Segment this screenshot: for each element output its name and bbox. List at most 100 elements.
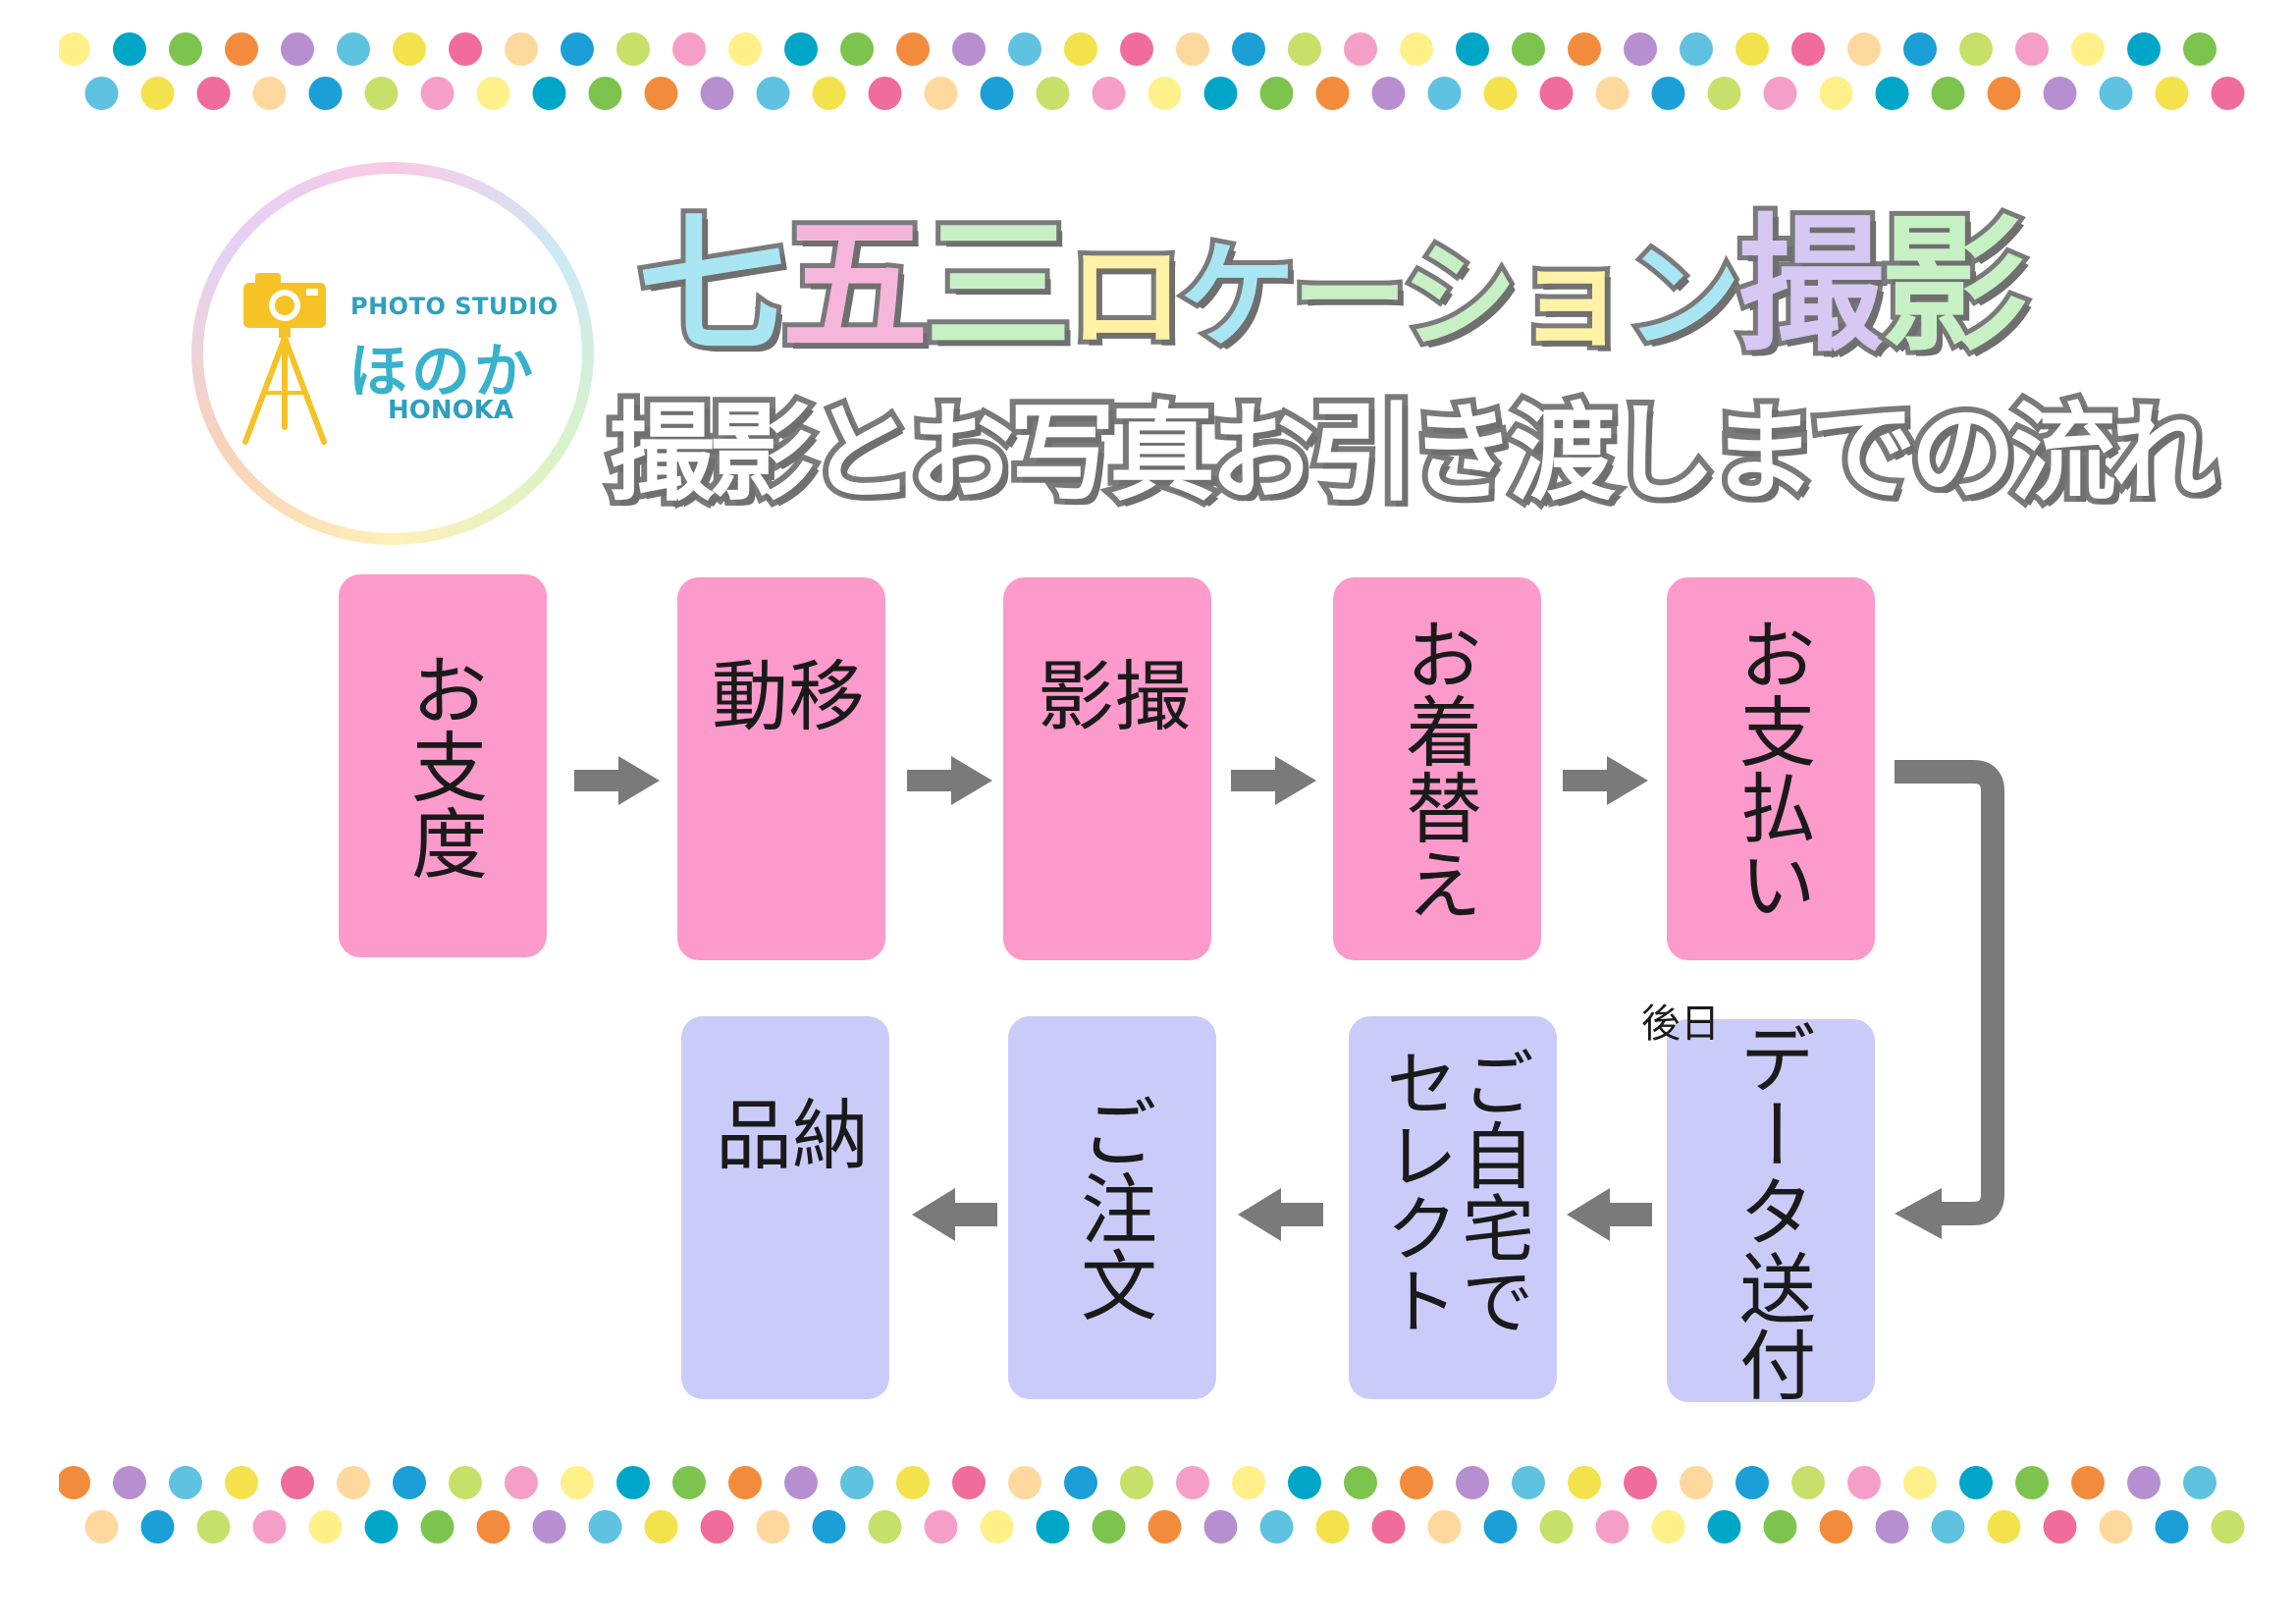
decor-dot xyxy=(225,1466,258,1499)
decor-dot xyxy=(1232,1466,1265,1499)
decor-dot xyxy=(1847,1466,1881,1499)
decor-dot xyxy=(561,1466,594,1499)
decor-dot xyxy=(952,1466,986,1499)
decor-dot xyxy=(1875,77,1909,110)
decor-dot xyxy=(924,77,958,110)
decor-dot xyxy=(2127,32,2161,66)
decor-dot xyxy=(1036,1510,1070,1543)
decor-dot xyxy=(924,1510,958,1543)
decor-dot xyxy=(420,1510,454,1543)
decor-dot xyxy=(980,77,1014,110)
decor-dot xyxy=(1315,1510,1350,1543)
dot-border-bottom xyxy=(59,1453,2268,1561)
decor-dot xyxy=(1064,32,1097,66)
step-preparation: お支度 xyxy=(339,574,547,957)
decor-dot xyxy=(505,1466,538,1499)
decor-dot xyxy=(1456,1466,1489,1499)
arrow-left-icon xyxy=(1238,1188,1323,1241)
decor-dot xyxy=(281,32,314,66)
decor-dot xyxy=(2099,1510,2133,1543)
step-travel: 移動 xyxy=(677,577,885,960)
decor-dot xyxy=(756,1510,790,1543)
decor-dot xyxy=(644,1510,678,1543)
arrow-turn-icon xyxy=(1895,760,2004,1225)
decor-dot xyxy=(1763,77,1797,110)
step-payment: お支払い xyxy=(1667,577,1875,960)
arrow-right-icon xyxy=(574,756,660,805)
decor-dot xyxy=(2071,1466,2105,1499)
title-char: シ xyxy=(1397,224,1522,369)
decor-dot xyxy=(169,1466,202,1499)
step-label: 納品 xyxy=(703,1095,868,1250)
decor-dot xyxy=(1539,1510,1574,1543)
decor-dot xyxy=(252,1510,287,1543)
decor-dot xyxy=(588,77,622,110)
step-label: 撮影 xyxy=(1025,656,1190,811)
decor-dot xyxy=(1148,1510,1182,1543)
title-char: 撮 xyxy=(1733,196,1890,377)
logo-name-en: HONOKA xyxy=(388,396,513,425)
decor-dot xyxy=(1344,1466,1377,1499)
decor-dot xyxy=(1707,77,1741,110)
decor-dot xyxy=(505,32,538,66)
step-label: お支払い xyxy=(1727,616,1815,922)
decor-dot xyxy=(952,32,986,66)
decor-dot xyxy=(1987,77,2021,110)
decor-dot xyxy=(2211,1510,2245,1543)
decor-dot xyxy=(896,1466,930,1499)
decor-dot xyxy=(1315,77,1350,110)
decor-dot xyxy=(756,77,790,110)
decor-dot xyxy=(2211,77,2245,110)
title-char: ー xyxy=(1287,224,1411,369)
title-char: ケ xyxy=(1175,224,1301,369)
decor-dot xyxy=(588,1510,622,1543)
logo-name-jp: ほのか xyxy=(348,338,537,406)
decor-dot xyxy=(1595,1510,1629,1543)
decor-dot xyxy=(225,32,258,66)
sub-title: 撮影とお写真お引き渡しまでの流れ xyxy=(603,387,2222,521)
decor-dot xyxy=(700,77,734,110)
decor-dot xyxy=(616,1466,650,1499)
decor-dot xyxy=(1903,32,1937,66)
arrow-right-icon xyxy=(1563,756,1648,805)
decor-dot xyxy=(644,77,678,110)
decor-dot xyxy=(449,1466,482,1499)
arrow-left-icon xyxy=(1895,1188,1942,1239)
decor-dot xyxy=(1959,32,1993,66)
decor-dot xyxy=(616,32,650,66)
decor-dot xyxy=(812,1510,846,1543)
decor-dot xyxy=(1483,1510,1518,1543)
decor-dot xyxy=(672,1466,706,1499)
step-home-select: ご自宅でセレクト xyxy=(1349,1016,1557,1399)
decor-dot xyxy=(1707,1510,1741,1543)
decor-dot xyxy=(84,1510,119,1543)
step-label: お着替え xyxy=(1393,616,1481,922)
decor-dot xyxy=(308,1510,343,1543)
step-label: お支度 xyxy=(399,651,487,881)
decor-dot xyxy=(672,32,706,66)
arrow-right-icon xyxy=(1231,756,1316,805)
title-char: 七 xyxy=(633,196,790,377)
decor-dot xyxy=(840,1466,874,1499)
decor-dot xyxy=(364,77,399,110)
decor-dot xyxy=(1568,1466,1601,1499)
decor-dot xyxy=(420,77,454,110)
decor-dot xyxy=(1288,32,1321,66)
step-delivery: 納品 xyxy=(681,1016,889,1399)
decor-dot xyxy=(169,32,202,66)
title-char: 影 xyxy=(1876,196,2033,377)
step-label: ご注文 xyxy=(1068,1093,1156,1323)
decor-dot xyxy=(252,77,287,110)
decor-dot xyxy=(2155,77,2189,110)
decor-dot xyxy=(980,1510,1014,1543)
main-title: 七五三ロケーション撮影 xyxy=(633,167,2033,380)
decor-dot xyxy=(1092,1510,1126,1543)
logo-background xyxy=(203,174,582,533)
step-data-delivery: データ送付 xyxy=(1667,1019,1875,1402)
decor-dot xyxy=(113,1466,146,1499)
decor-dot xyxy=(393,32,426,66)
decor-dot xyxy=(1371,1510,1406,1543)
decor-dot xyxy=(1931,77,1965,110)
decor-dot xyxy=(1680,32,1713,66)
decor-dot xyxy=(2043,1510,2077,1543)
